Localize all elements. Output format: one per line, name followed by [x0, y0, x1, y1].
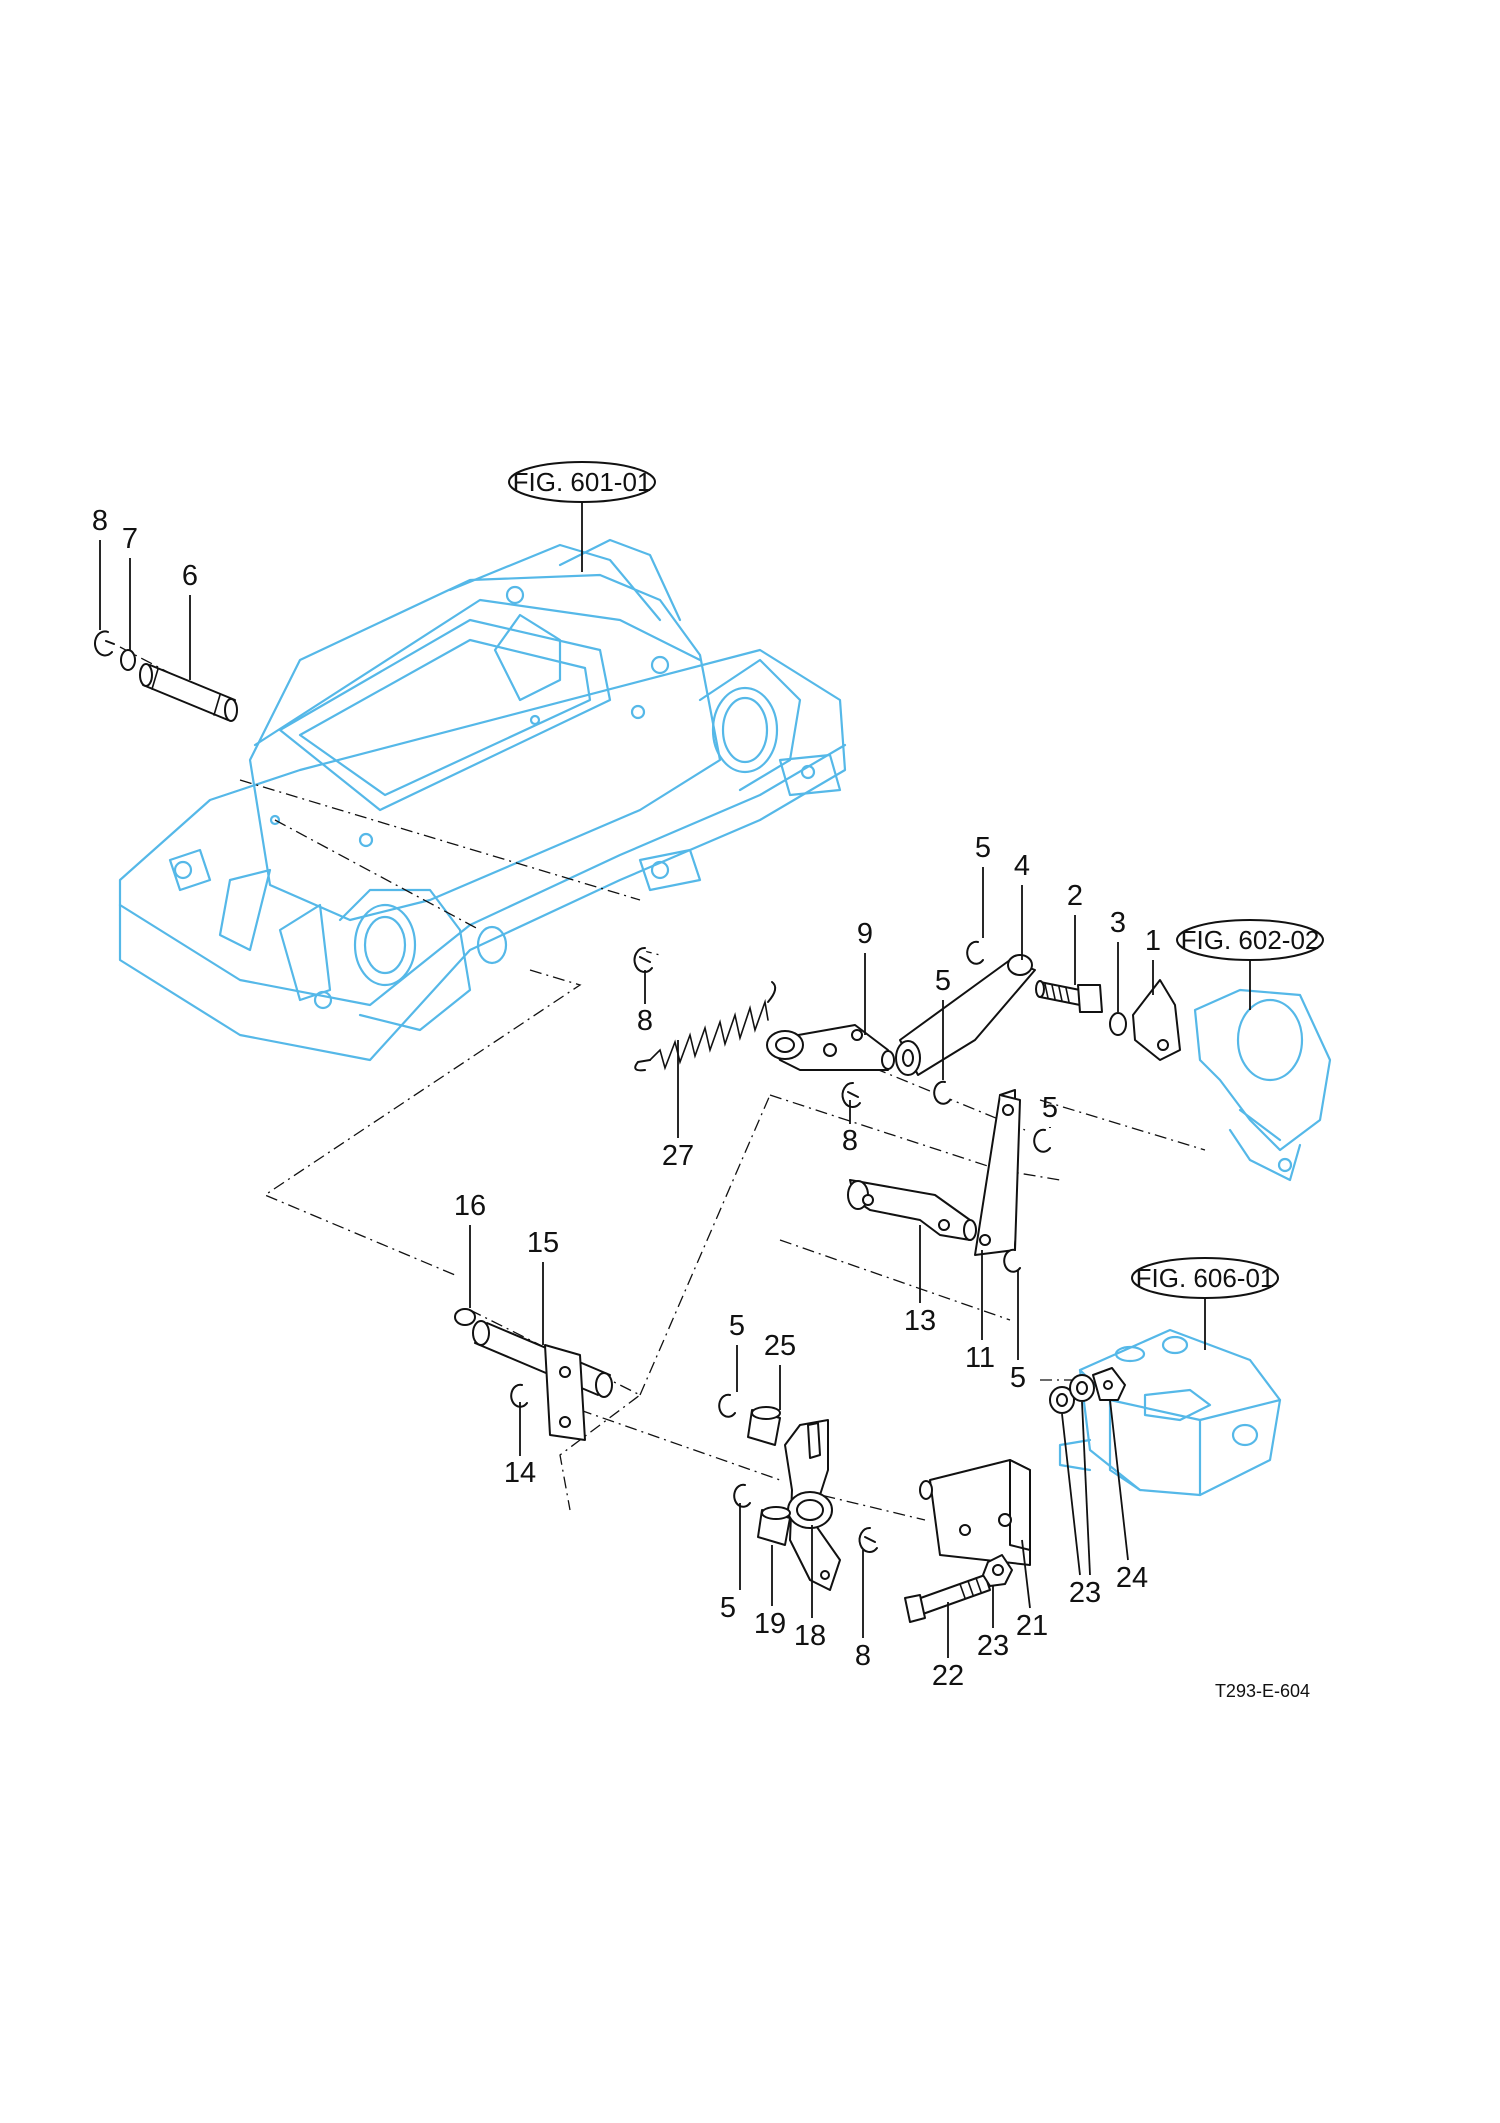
link-11: [974, 1089, 1021, 1256]
turnbuckle-2: [1035, 980, 1103, 1013]
o-ring-16: [454, 1308, 476, 1326]
callout-5-upper: 5: [729, 1310, 745, 1342]
callout-9: 9: [857, 918, 873, 950]
snap-ring-5-rod: [933, 1080, 951, 1105]
nut-23-bottom: [982, 1554, 1013, 1587]
snap-ring-8-mid: [633, 946, 653, 973]
callout-23-right: 23: [1069, 1577, 1101, 1609]
snap-ring-8-lever: [841, 1081, 861, 1108]
washer-24: [1092, 1367, 1126, 1401]
callout-27: 27: [662, 1140, 694, 1172]
callout-8-bottom: 8: [855, 1640, 871, 1672]
snap-ring-5-upper: [718, 1393, 736, 1418]
snap-ring-14: [510, 1383, 528, 1408]
callout-8-mid: 8: [637, 1005, 653, 1037]
lever-13: [847, 1179, 977, 1241]
callout-5-lower: 5: [720, 1592, 736, 1624]
snap-ring-5-top: [966, 940, 984, 965]
washer-3: [1109, 1012, 1127, 1036]
snap-ring-5-lower: [733, 1483, 751, 1508]
o-ring-7: [120, 649, 136, 671]
snap-ring-8-bottom: [858, 1526, 878, 1553]
callout-19: 19: [754, 1608, 786, 1640]
callout-14: 14: [504, 1457, 536, 1489]
callout-5-top: 5: [975, 832, 991, 864]
spring-27: [634, 981, 777, 1072]
callout-5-right: 5: [1042, 1092, 1058, 1124]
fig-ref-606[interactable]: FIG. 606-01: [1131, 1257, 1279, 1299]
bracket-21: [919, 1459, 1031, 1566]
callout-2: 2: [1067, 880, 1083, 912]
fig-ref-601-label: FIG. 601-01: [513, 467, 652, 497]
nuts-23-right: [1049, 1374, 1095, 1414]
bushing-25: [747, 1406, 781, 1446]
control-valve-reference: [1058, 1328, 1282, 1497]
callout-6: 6: [182, 560, 198, 592]
lift-arm-reference: [1193, 988, 1332, 1182]
callout-21: 21: [1016, 1610, 1048, 1642]
callout-24: 24: [1116, 1562, 1148, 1594]
callout-11: 11: [965, 1342, 995, 1374]
callout-8-top: 8: [92, 505, 108, 537]
callout-4: 4: [1014, 850, 1030, 882]
callout-23-bottom: 23: [977, 1630, 1009, 1662]
snap-ring-5-link: [1003, 1248, 1021, 1273]
callout-22: 22: [932, 1660, 964, 1692]
rod-4: [895, 954, 1036, 1076]
callout-7: 7: [122, 523, 138, 555]
lever-18: [784, 1419, 841, 1591]
snap-ring-8-top: [93, 630, 115, 657]
hydraulic-housing-reference: [118, 538, 847, 1062]
assembly-lines: [119, 646, 1206, 1521]
callout-3: 3: [1110, 907, 1126, 939]
snap-ring-5-right: [1033, 1128, 1051, 1153]
plate-1: [1132, 979, 1181, 1061]
drawing-code: T293-E-604: [1215, 1681, 1310, 1701]
lever-9: [766, 1024, 895, 1071]
fig-ref-602-label: FIG. 602-02: [1181, 925, 1320, 955]
callout-5-link: 5: [1010, 1362, 1026, 1394]
callout-13: 13: [904, 1305, 936, 1337]
callout-25: 25: [764, 1330, 796, 1362]
callout-15: 15: [527, 1227, 559, 1259]
callout-16: 16: [454, 1190, 486, 1222]
callout-5-rod: 5: [935, 965, 951, 997]
callout-18: 18: [794, 1620, 826, 1652]
callout-1: 1: [1145, 925, 1161, 957]
pin-6: [139, 663, 238, 722]
shaft-15: [472, 1320, 613, 1441]
bushing-19: [757, 1506, 791, 1546]
fig-ref-606-label: FIG. 606-01: [1136, 1263, 1275, 1293]
fig-ref-602[interactable]: FIG. 602-02: [1176, 919, 1324, 961]
callout-8-lever: 8: [842, 1125, 858, 1157]
bolt-22: [904, 1574, 991, 1623]
fig-ref-601[interactable]: FIG. 601-01: [508, 461, 656, 503]
